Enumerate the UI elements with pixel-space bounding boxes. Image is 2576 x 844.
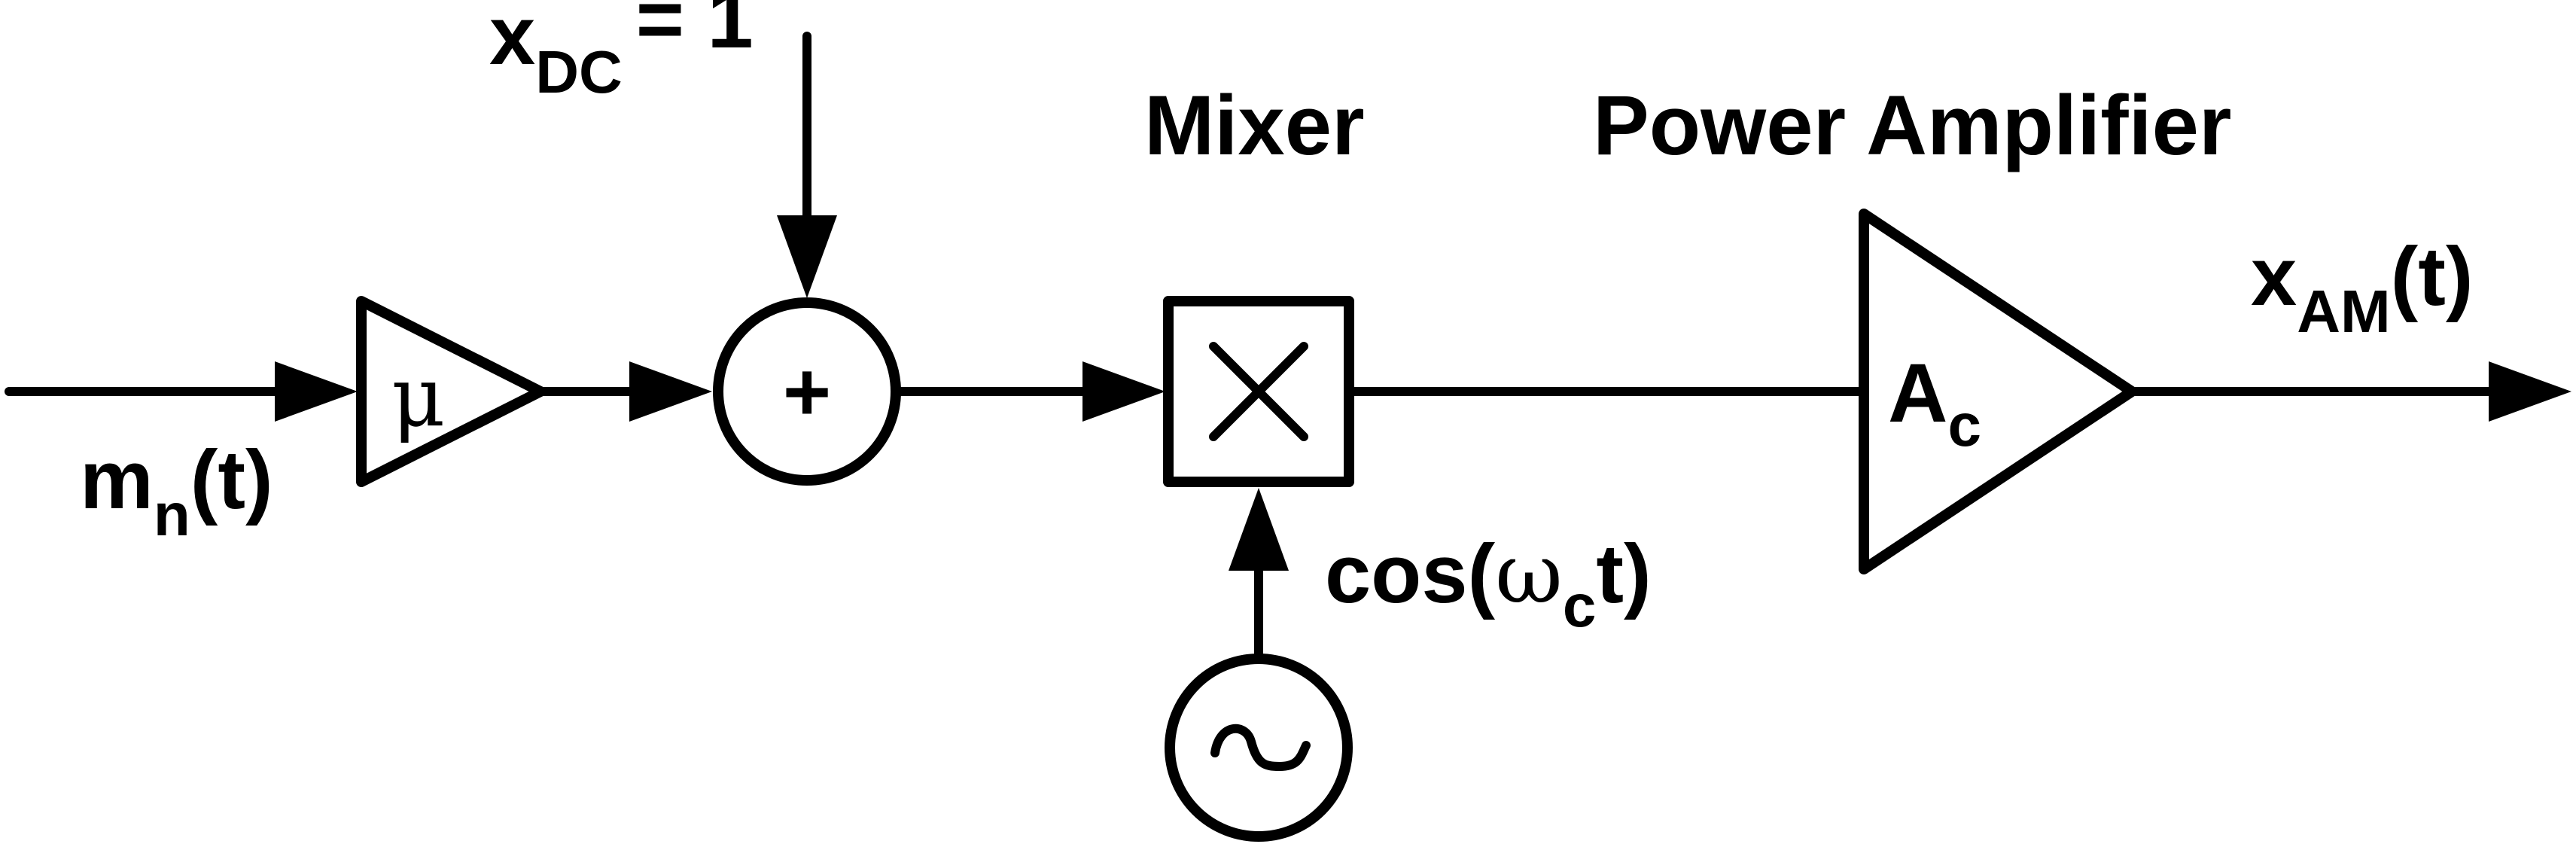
carrier-arrowhead xyxy=(1229,488,1289,571)
multiply-cross-icon xyxy=(1209,342,1308,441)
mixer-input-arrowhead xyxy=(1082,361,1165,422)
oscillator-source xyxy=(1165,654,1353,842)
output-signal-label: xAM(t) xyxy=(2251,230,2474,345)
output-arrowhead xyxy=(2489,361,2571,422)
summing-junction xyxy=(713,297,901,486)
summer-input-arrowhead xyxy=(629,361,712,422)
power-amplifier-title: Power Amplifier xyxy=(1593,78,2231,172)
mixer-title: Mixer xyxy=(1144,78,1365,172)
carrier-label: cos(ωct) xyxy=(1325,526,1652,639)
dc-arrowhead xyxy=(777,215,837,298)
input-arrowhead xyxy=(275,361,358,422)
gain-symbol: μ xyxy=(391,349,446,445)
amp-gain-label: Ac xyxy=(1888,347,1981,459)
gain-block xyxy=(356,296,546,487)
dc-offset-label: xDC= 1 xyxy=(489,0,754,105)
input-signal-label: mn(t) xyxy=(80,434,273,548)
power-amplifier-block xyxy=(1859,209,2137,574)
sine-wave-icon xyxy=(1210,724,1311,771)
summer-plus-symbol: + xyxy=(783,346,831,438)
